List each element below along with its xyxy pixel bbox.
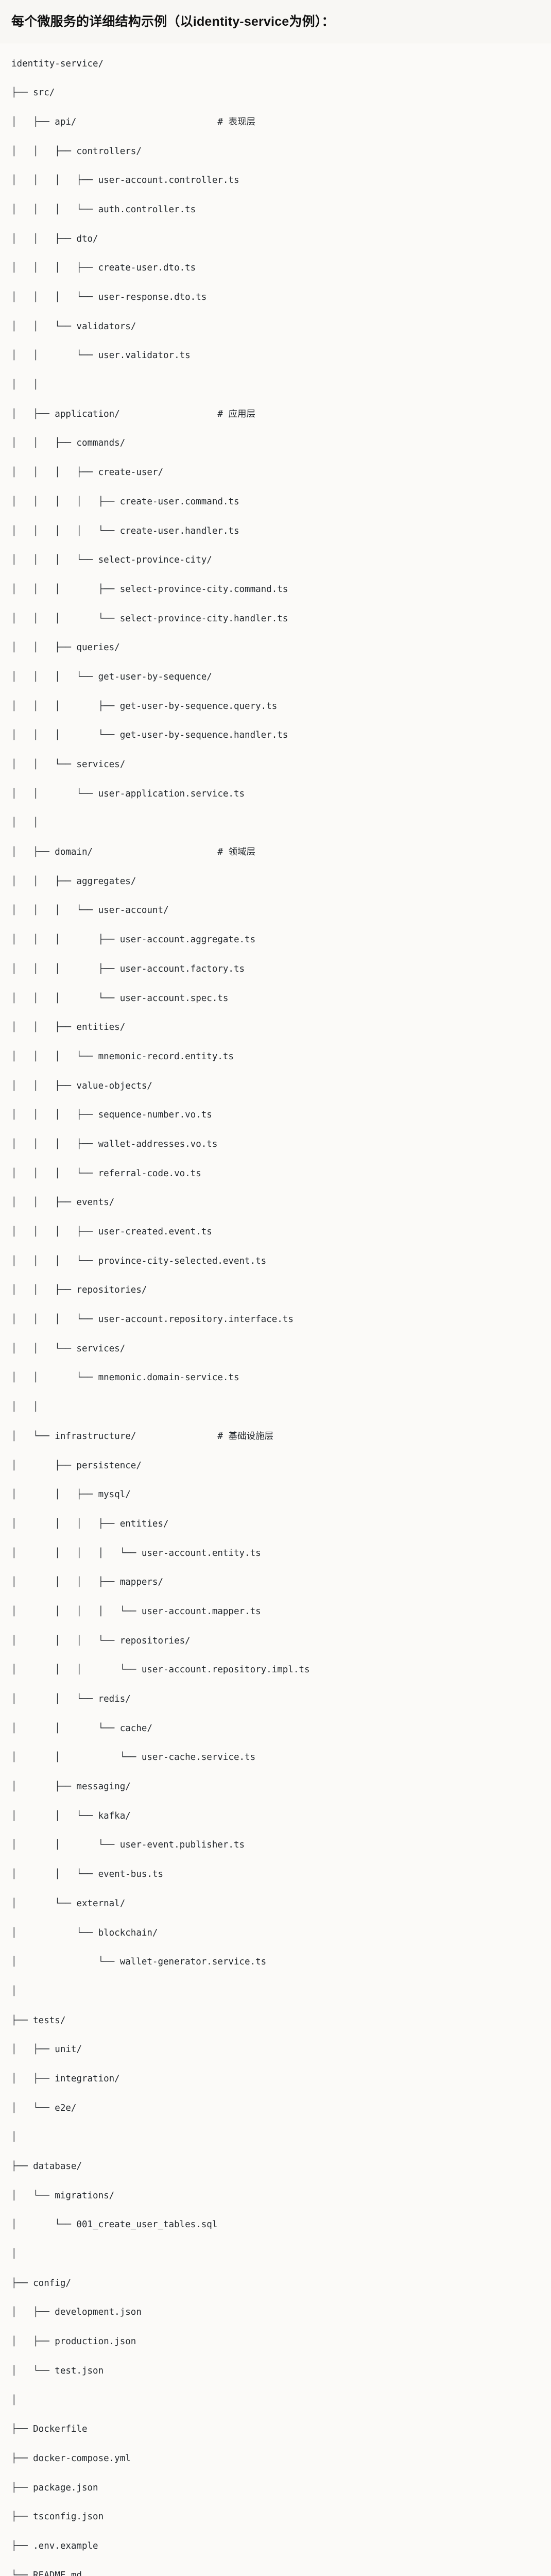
tree-line: │ │ └── mnemonic.domain-service.ts: [11, 1370, 540, 1385]
tree-line: │ │ │ └── select-province-city.handler.t…: [11, 612, 540, 626]
tree-line: │ │ └── services/: [11, 757, 540, 772]
tree-line: │ └── blockchain/: [11, 1926, 540, 1940]
tree-line: │ │ └── user-application.service.ts: [11, 787, 540, 801]
tree-line: │ │ │ └── select-province-city/: [11, 553, 540, 567]
tree-line: │ │ ├── entities/: [11, 1020, 540, 1035]
tree-line: │ ├── persistence/: [11, 1459, 540, 1473]
tree-line: │ ├── domain/ # 领域层: [11, 845, 540, 859]
tree-line: │ │: [11, 816, 540, 830]
tree-line-path: │ ├── application/: [11, 409, 217, 419]
tree-line: │ ├── development.json: [11, 2305, 540, 2319]
tree-line-path: │ └── infrastructure/: [11, 1431, 217, 1442]
tree-line: │ │ └── user-cache.service.ts: [11, 1750, 540, 1765]
tree-line: ├── Dockerfile: [11, 2422, 540, 2436]
tree-line: │ │ │ └── repositories/: [11, 1634, 540, 1648]
tree-line: │ │ │ └── user-account.spec.ts: [11, 991, 540, 1006]
tree-line: │ │ │ └── user-account/: [11, 903, 540, 918]
tree-line: │: [11, 2247, 540, 2261]
tree-line: │ │ └── kafka/: [11, 1809, 540, 1823]
tree-line: │ ├── production.json: [11, 2334, 540, 2349]
tree-line: │ │ │ └── mnemonic-record.entity.ts: [11, 1049, 540, 1064]
tree-line: │ └── 001_create_user_tables.sql: [11, 2217, 540, 2232]
tree-line: │ │ ├── value-objects/: [11, 1079, 540, 1093]
tree-line: │ ├── api/ # 表现层: [11, 115, 540, 129]
tree-line: │ └── infrastructure/ # 基础设施层: [11, 1429, 540, 1444]
tree-line: ├── .env.example: [11, 2539, 540, 2553]
tree-line: │ └── external/: [11, 1896, 540, 1911]
tree-line: │ │ │ └── auth.controller.ts: [11, 202, 540, 217]
tree-line: │ │ │ ├── user-created.event.ts: [11, 1225, 540, 1239]
tree-line: │: [11, 2130, 540, 2144]
tree-line: ├── src/: [11, 86, 540, 100]
tree-line: │ │ └── user.validator.ts: [11, 348, 540, 363]
tree-line: ├── docker-compose.yml: [11, 2451, 540, 2466]
tree-line-comment: # 领域层: [217, 847, 255, 857]
tree-line: │ │ │ ├── select-province-city.command.t…: [11, 582, 540, 597]
tree-line: │ └── test.json: [11, 2364, 540, 2378]
directory-tree-block: identity-service/ ├── src/ │ ├── api/ # …: [0, 43, 551, 2576]
tree-line: │ │ │ ├── user-account.controller.ts: [11, 173, 540, 188]
tree-line: │ ├── integration/: [11, 2072, 540, 2086]
tree-line: │ │ ├── controllers/: [11, 144, 540, 159]
tree-line: │ │ │ └── get-user-by-sequence.handler.t…: [11, 728, 540, 742]
tree-line: │: [11, 2393, 540, 2408]
tree-line: │ │ │ └── get-user-by-sequence/: [11, 670, 540, 684]
tree-line: │ │ └── event-bus.ts: [11, 1867, 540, 1882]
tree-line-comment: # 基础设施层: [217, 1431, 273, 1442]
tree-line: │ │ │ │ └── create-user.handler.ts: [11, 524, 540, 538]
title-block: 每个微服务的详细结构示例（以identity-service为例）：: [0, 0, 551, 43]
tree-line: │ │: [11, 378, 540, 392]
tree-line: │ │ │ └── user-account.repository.interf…: [11, 1312, 540, 1327]
tree-line: │ │ ├── commands/: [11, 436, 540, 450]
tree-line: │: [11, 1984, 540, 1998]
tree-line: │ │ │ ├── get-user-by-sequence.query.ts: [11, 699, 540, 714]
tree-line: │ │: [11, 1400, 540, 1414]
tree-line: │ │ ├── dto/: [11, 232, 540, 246]
tree-line: │ │ │ ├── user-account.factory.ts: [11, 962, 540, 976]
tree-line: ├── database/: [11, 2159, 540, 2174]
tree-line: │ │ ├── mysql/: [11, 1487, 540, 1502]
tree-line-comment: # 表现层: [217, 117, 255, 127]
tree-line: │ │ └── cache/: [11, 1721, 540, 1736]
tree-line: │ │ │ ├── user-account.aggregate.ts: [11, 933, 540, 947]
tree-line: ├── package.json: [11, 2481, 540, 2495]
tree-line: │ │ ├── aggregates/: [11, 874, 540, 889]
tree-line: │ ├── unit/: [11, 2042, 540, 2057]
tree-line: │ │ ├── repositories/: [11, 1283, 540, 1297]
tree-line: │ │ │ └── user-response.dto.ts: [11, 290, 540, 304]
tree-line: │ │ └── user-event.publisher.ts: [11, 1838, 540, 1852]
tree-line: │ │ │ ├── sequence-number.vo.ts: [11, 1108, 540, 1122]
tree-line: │ │ ├── queries/: [11, 640, 540, 655]
tree-line: │ │ │ │ └── user-account.mapper.ts: [11, 1604, 540, 1619]
tree-line: │ │ │ └── user-account.repository.impl.t…: [11, 1663, 540, 1677]
directory-tree: identity-service/ ├── src/ │ ├── api/ # …: [11, 57, 540, 2576]
tree-line: │ │ │ │ └── user-account.entity.ts: [11, 1546, 540, 1561]
tree-line: │ │ │ ├── create-user/: [11, 465, 540, 480]
tree-line: │ │ │ ├── entities/: [11, 1517, 540, 1531]
tree-line: │ │ └── redis/: [11, 1692, 540, 1706]
tree-line: identity-service/: [11, 57, 540, 71]
tree-line: └── README.md: [11, 2568, 540, 2576]
tree-line: ├── tests/: [11, 2013, 540, 2028]
tree-line: │ │ │ ├── wallet-addresses.vo.ts: [11, 1137, 540, 1151]
page-title: 每个微服务的详细结构示例（以identity-service为例）：: [11, 13, 540, 30]
tree-line: │ │ └── validators/: [11, 319, 540, 334]
tree-line: ├── tsconfig.json: [11, 2510, 540, 2524]
tree-line: ├── config/: [11, 2276, 540, 2291]
tree-line: │ ├── messaging/: [11, 1780, 540, 1794]
tree-line: │ │ │ └── referral-code.vo.ts: [11, 1166, 540, 1181]
tree-line: │ │ │ │ ├── create-user.command.ts: [11, 495, 540, 509]
tree-line: │ └── wallet-generator.service.ts: [11, 1955, 540, 1969]
tree-line-comment: # 应用层: [217, 409, 255, 419]
tree-line: │ └── migrations/: [11, 2189, 540, 2203]
tree-line: │ ├── application/ # 应用层: [11, 407, 540, 421]
tree-line: │ │ │ ├── mappers/: [11, 1575, 540, 1589]
tree-line-path: │ ├── domain/: [11, 847, 217, 857]
tree-line: │ │ │ ├── create-user.dto.ts: [11, 261, 540, 275]
tree-line-path: │ ├── api/: [11, 117, 217, 127]
tree-line: │ │ └── services/: [11, 1342, 540, 1356]
tree-line: │ └── e2e/: [11, 2101, 540, 2115]
tree-line: │ │ ├── events/: [11, 1195, 540, 1210]
tree-line: │ │ │ └── province-city-selected.event.t…: [11, 1254, 540, 1268]
